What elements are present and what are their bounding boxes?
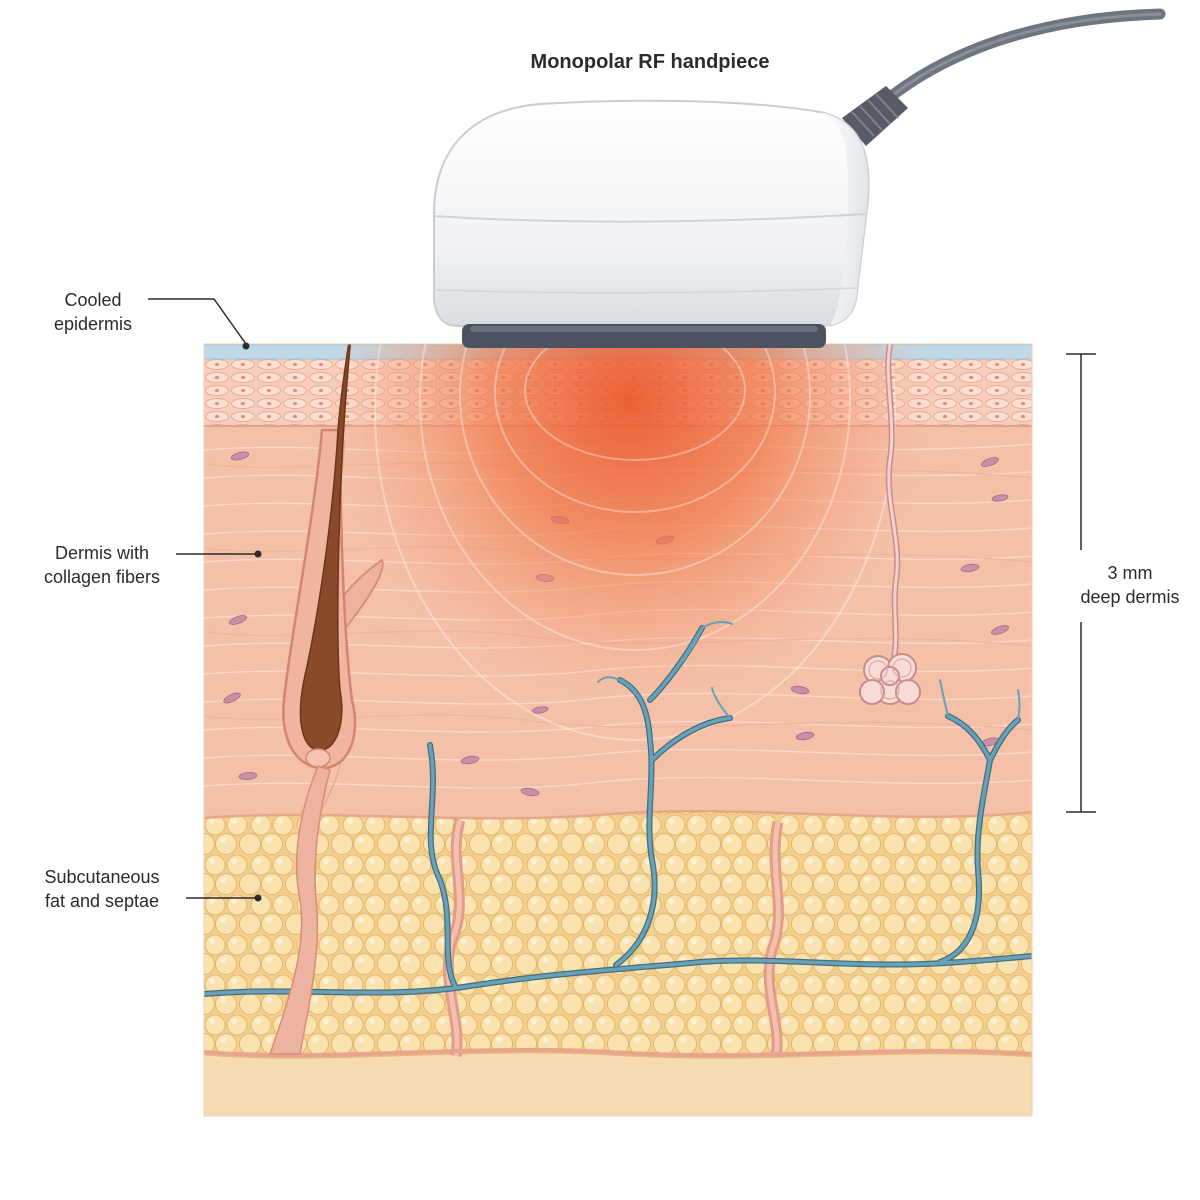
subcutaneous-fat-layer bbox=[204, 811, 1032, 1058]
epidermis-pointer-dot bbox=[242, 342, 250, 350]
label-dermis-line-1: Dermis with bbox=[54, 543, 149, 563]
label-dermis: Dermis with collagen fibers bbox=[22, 541, 182, 589]
label-dermis-line-2: collagen fibers bbox=[43, 567, 161, 587]
skin-tissue-block bbox=[204, 344, 1032, 1116]
label-cooled-epidermis-line-2: epidermis bbox=[53, 314, 133, 334]
label-cooled-epidermis-line-1: Cooled bbox=[64, 290, 122, 310]
handpiece-title: Monopolar RF handpiece bbox=[530, 51, 770, 73]
hair-follicle-icon bbox=[268, 344, 384, 1055]
label-subcutaneous-fat-line-1: Subcutaneous bbox=[44, 867, 160, 887]
label-depth: 3 mm deep dermis bbox=[1070, 561, 1190, 609]
dermis-pointer-dot bbox=[254, 550, 262, 558]
label-depth-line-2: deep dermis bbox=[1080, 587, 1180, 607]
depth-bracket bbox=[1066, 353, 1096, 813]
heat-zone-icon bbox=[310, 344, 950, 760]
sweat-gland-icon bbox=[859, 344, 921, 705]
fat-pointer-dot bbox=[254, 894, 262, 902]
cable-strain-relief bbox=[842, 86, 908, 146]
label-depth-line-1: 3 mm bbox=[1107, 563, 1153, 583]
label-subcutaneous-fat-line-2: fat and septae bbox=[44, 891, 160, 911]
fat-septae bbox=[204, 818, 1032, 1058]
label-leader-lines bbox=[148, 298, 258, 899]
monopolar-rf-handpiece-icon bbox=[433, 8, 1166, 348]
label-cooled-epidermis: Cooled epidermis bbox=[28, 288, 158, 336]
blood-vessel-icon bbox=[204, 620, 1032, 997]
label-subcutaneous-fat: Subcutaneous fat and septae bbox=[22, 865, 182, 913]
